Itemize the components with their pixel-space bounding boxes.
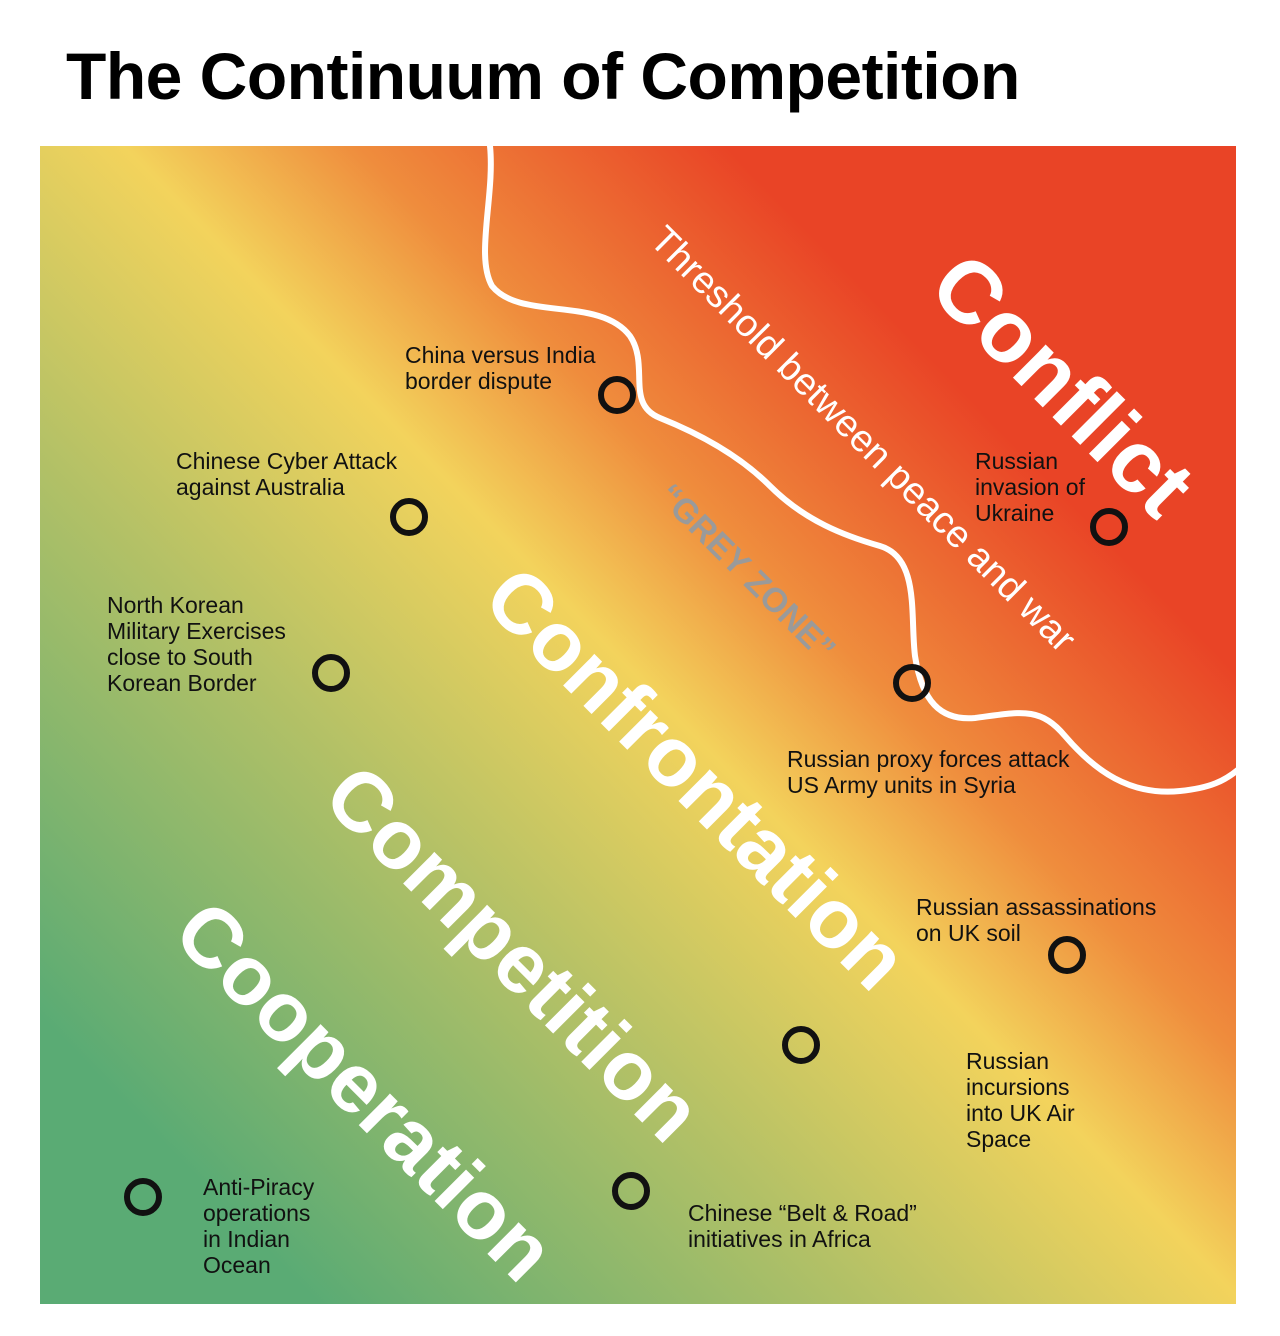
event-marker-ukraine bbox=[1090, 508, 1128, 546]
threshold-line bbox=[482, 146, 1236, 795]
event-marker-north-korea bbox=[312, 654, 350, 692]
event-label-cyber-attack: Chinese Cyber Attack against Australia bbox=[176, 448, 398, 500]
page-title: The Continuum of Competition bbox=[66, 39, 1020, 113]
event-label-anti-piracy: Anti-Piracy operations in Indian Ocean bbox=[203, 1174, 315, 1278]
gradient-fill bbox=[40, 146, 1236, 1304]
event-marker-assassinations bbox=[1048, 936, 1086, 974]
event-marker-air-space bbox=[782, 1026, 820, 1064]
event-label-air-space: Russian incursions into UK Air Space bbox=[966, 1048, 1075, 1152]
event-label-china-india: China versus India border dispute bbox=[405, 342, 596, 394]
event-marker-china-india bbox=[598, 376, 636, 414]
continuum-diagram: Conflict Confrontation Competition Coope… bbox=[40, 146, 1236, 1304]
event-label-belt-road: Chinese “Belt & Road” initiatives in Afr… bbox=[688, 1200, 917, 1252]
event-label-ukraine: Russian invasion of Ukraine bbox=[975, 448, 1085, 526]
event-label-assassinations: Russian assassinations on UK soil bbox=[916, 894, 1157, 946]
event-label-syria: Russian proxy forces attack US Army unit… bbox=[787, 746, 1070, 798]
event-label-north-korea: North Korean Military Exercises close to… bbox=[107, 592, 286, 696]
event-marker-syria bbox=[893, 664, 931, 702]
event-marker-anti-piracy bbox=[124, 1178, 162, 1216]
event-marker-belt-road bbox=[612, 1172, 650, 1210]
gradient-background bbox=[40, 146, 1236, 1304]
event-marker-cyber-attack bbox=[390, 498, 428, 536]
